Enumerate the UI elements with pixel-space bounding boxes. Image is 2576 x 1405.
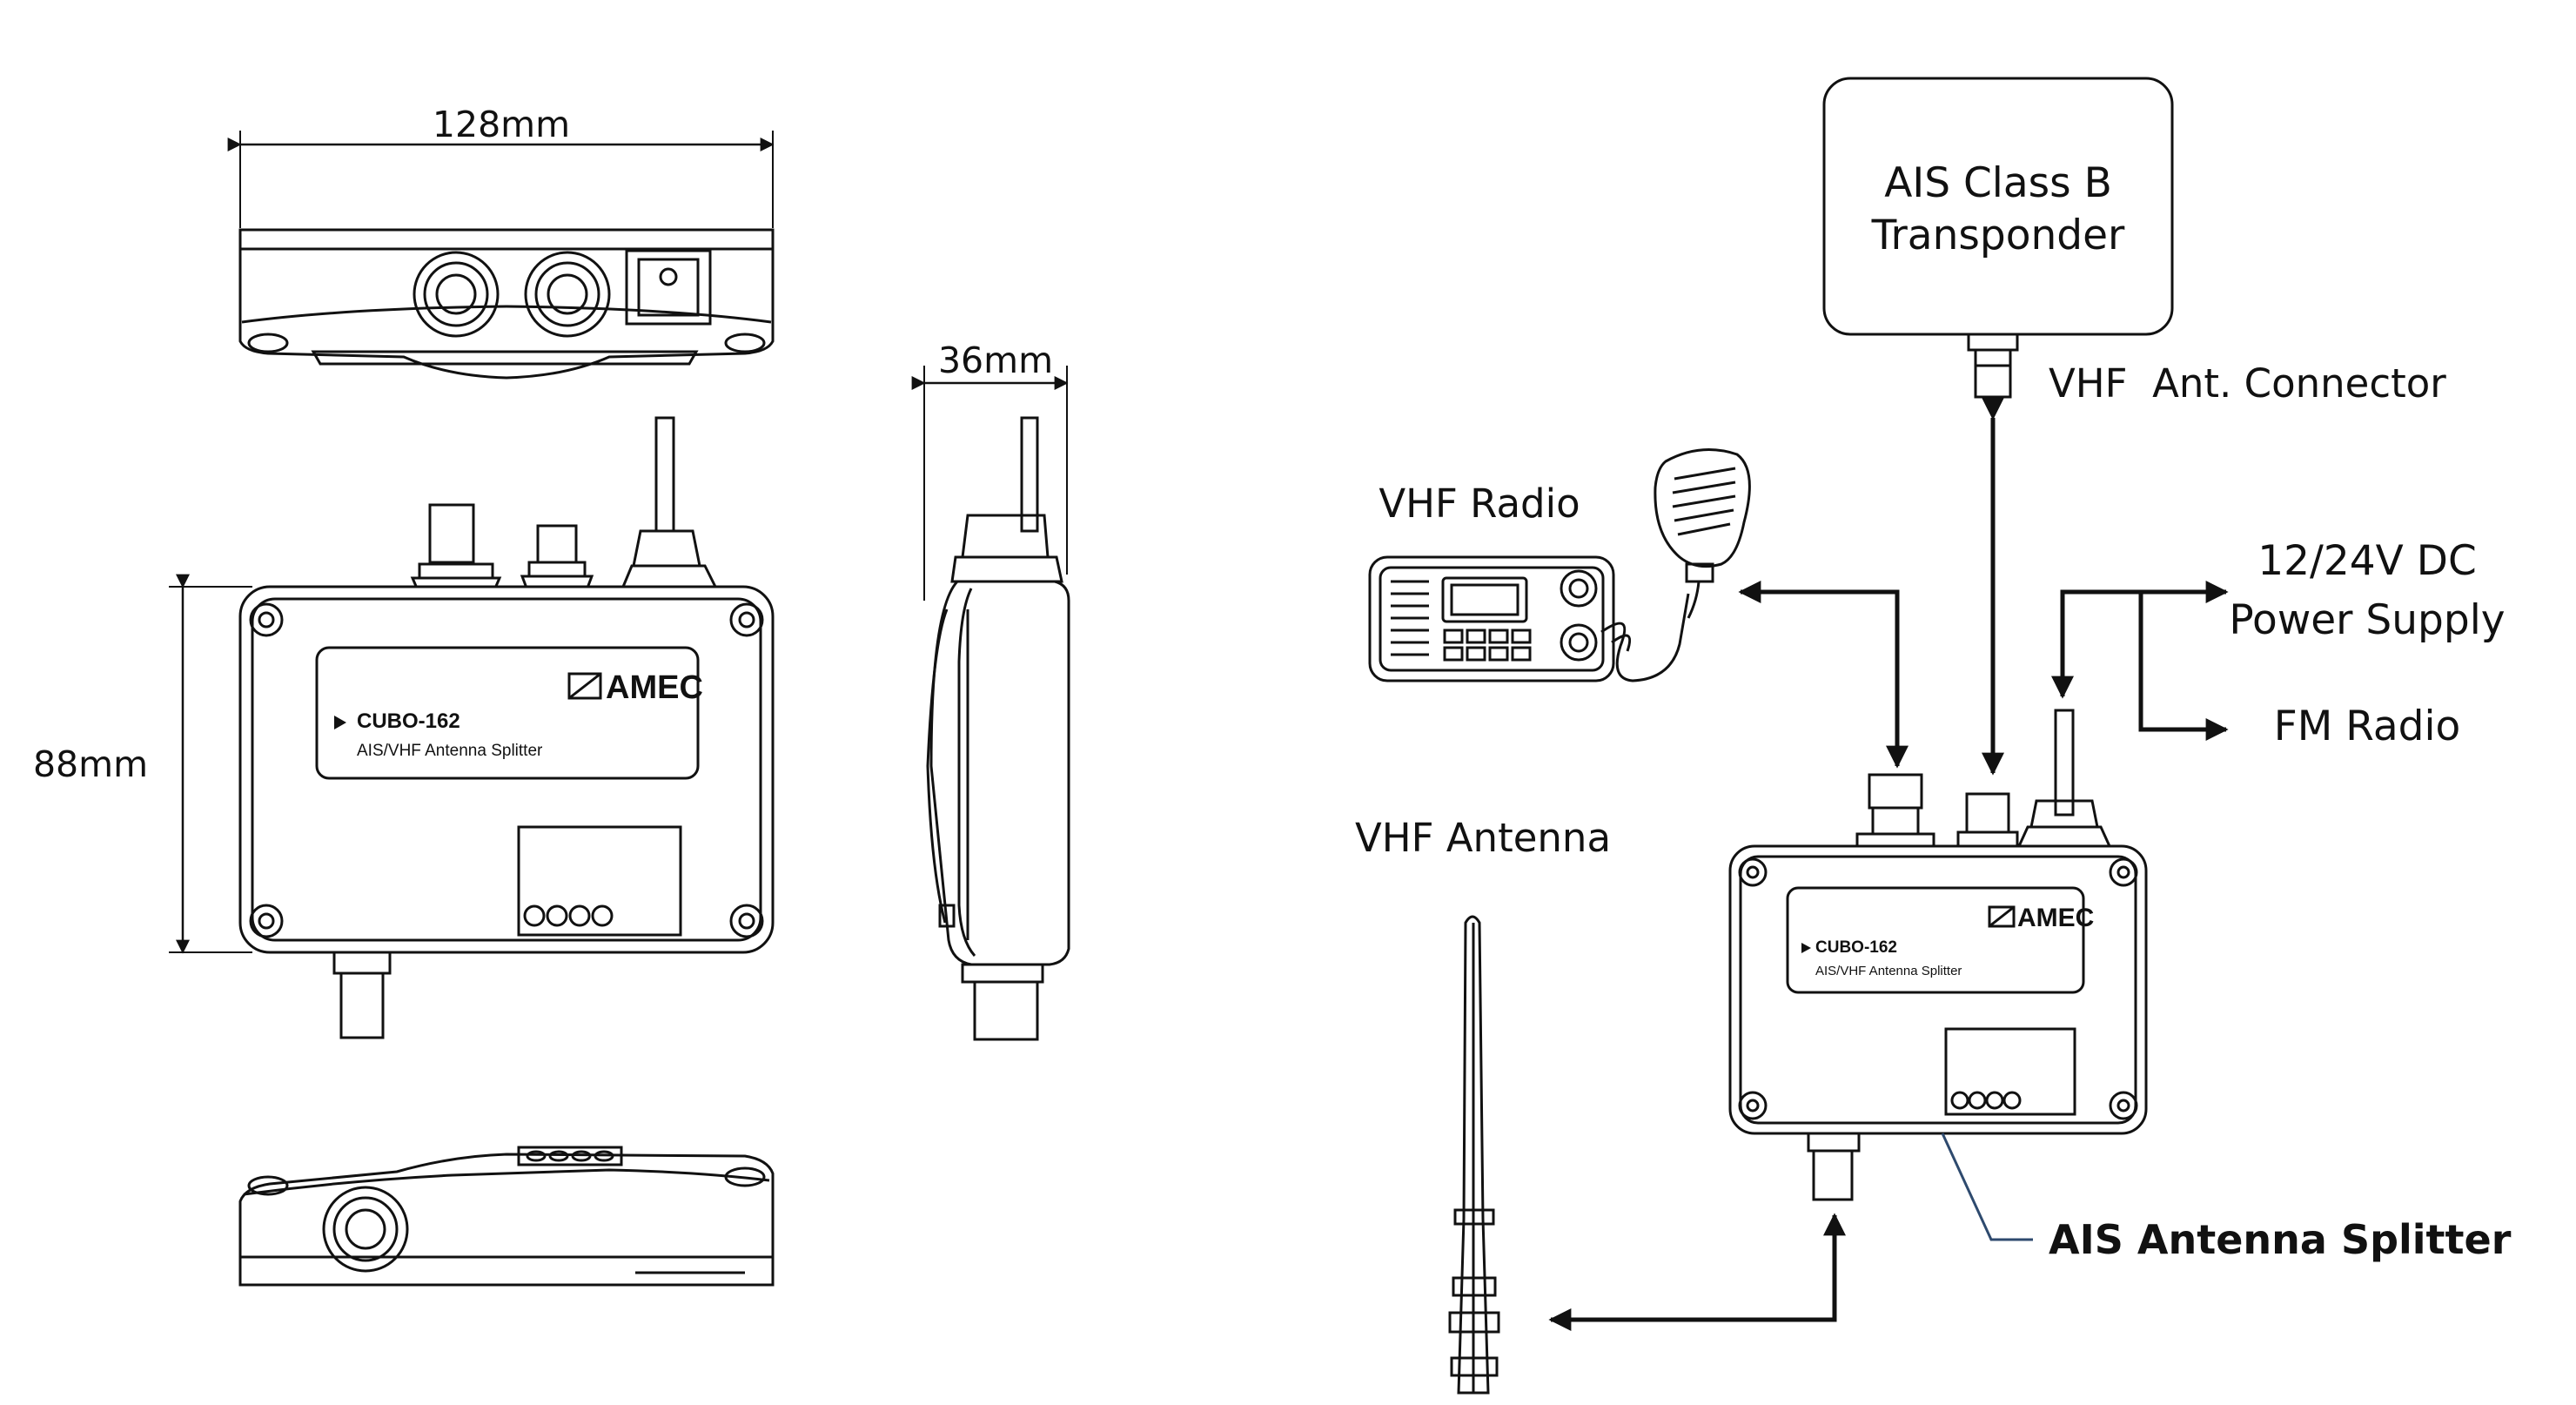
vhf-radio-label: VHF Radio xyxy=(1379,481,1580,527)
dimension-width: 128mm xyxy=(227,104,775,228)
connection-arrows xyxy=(1548,397,2229,1331)
splitter-label: AIS Antenna Splitter xyxy=(2049,1216,2512,1263)
top-view-drawing xyxy=(238,228,775,380)
splitter-subtitle-label: AIS/VHF Antenna Splitter xyxy=(1815,964,1962,978)
vhf-antenna-drawing xyxy=(1448,915,1500,1395)
front-view-drawing xyxy=(238,416,775,1039)
width-label: 128mm xyxy=(433,104,570,145)
bottom-view-drawing xyxy=(238,1146,775,1287)
power-label-line1: 12/24V DC xyxy=(2257,537,2477,585)
dimension-depth: 36mm xyxy=(911,339,1069,601)
splitter-brand-label: AMEC xyxy=(2017,904,2094,932)
front-model-label: CUBO-162 xyxy=(357,709,460,733)
dimension-height: 88mm xyxy=(33,574,252,954)
front-subtitle-label: AIS/VHF Antenna Splitter xyxy=(357,742,543,760)
splitter-drawing xyxy=(1728,709,2148,1201)
front-brand-label: AMEC xyxy=(606,669,703,706)
splitter-model-label: CUBO-162 xyxy=(1815,938,1897,957)
transponder-label-line2: Transponder xyxy=(1871,212,2125,259)
splitter-leader-line xyxy=(1941,1133,2033,1241)
fm-radio-label: FM Radio xyxy=(2274,702,2461,750)
vhf-ant-connector-label: VHF Ant. Connector xyxy=(2049,360,2446,407)
side-view-drawing xyxy=(926,416,1070,1041)
vhf-radio-drawing xyxy=(1368,448,1751,682)
depth-label: 36mm xyxy=(938,339,1053,381)
power-label-line2: Power Supply xyxy=(2229,596,2505,644)
transponder-label-line1: AIS Class B xyxy=(1884,159,2112,207)
ais-transponder xyxy=(1822,77,2174,399)
height-label: 88mm xyxy=(33,743,148,785)
vhf-antenna-label: VHF Antenna xyxy=(1355,815,1611,861)
